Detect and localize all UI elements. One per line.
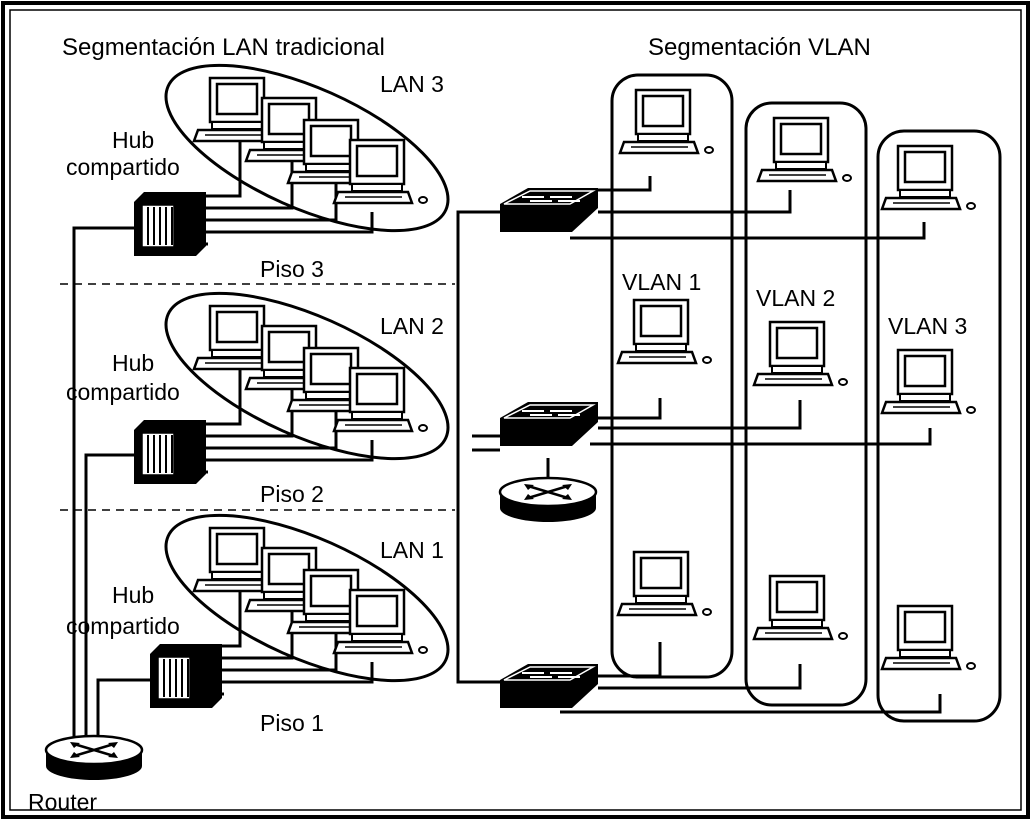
hub-label-line2: compartido	[66, 613, 180, 639]
computer-icon	[754, 576, 847, 639]
hub-icon	[134, 420, 206, 484]
floor-3: LAN 3 Hub compartido Piso 3	[66, 31, 470, 282]
hub-label-line1: Hub	[112, 350, 154, 376]
computer-icon	[758, 118, 851, 181]
floor-1: LAN 1 Hub compartido Piso 1	[66, 481, 470, 736]
lan-3-label: LAN 3	[380, 71, 444, 97]
computer-icon	[882, 606, 975, 669]
router-uplinks	[74, 228, 150, 752]
computer-icon	[754, 322, 847, 385]
vlan-2-label: VLAN 2	[756, 285, 835, 311]
computer-icon	[618, 300, 711, 363]
vlan-1-label: VLAN 1	[622, 269, 701, 295]
title-vlan: Segmentación VLAN	[648, 34, 871, 61]
floor-3-label: Piso 3	[260, 256, 324, 282]
computer-icon	[618, 552, 711, 615]
hub-icon	[134, 192, 206, 256]
floor-1-label: Piso 1	[260, 710, 324, 736]
lan-1-label: LAN 1	[380, 537, 444, 563]
hub-label-line2: compartido	[66, 379, 180, 405]
computer-icon	[882, 350, 975, 413]
hub-label-line2: compartido	[66, 154, 180, 180]
floor-2-label: Piso 2	[260, 481, 324, 507]
lan-2-label: LAN 2	[380, 313, 444, 339]
computer-icon	[620, 90, 713, 153]
router-icon	[46, 736, 142, 780]
computer-icon	[882, 146, 975, 209]
floor-2: LAN 2 Hub compartido Piso 2	[66, 259, 470, 507]
hub-label-line1: Hub	[112, 127, 154, 153]
vlan-3-label: VLAN 3	[888, 313, 967, 339]
switch-icon	[500, 664, 598, 708]
router-label: Router	[28, 789, 97, 815]
hub-icon	[150, 644, 222, 708]
router-icon	[500, 478, 596, 522]
title-traditional: Segmentación LAN tradicional	[62, 34, 385, 61]
switch-icon	[500, 188, 598, 232]
switch-icon	[500, 402, 598, 446]
hub-label-line1: Hub	[112, 582, 154, 608]
